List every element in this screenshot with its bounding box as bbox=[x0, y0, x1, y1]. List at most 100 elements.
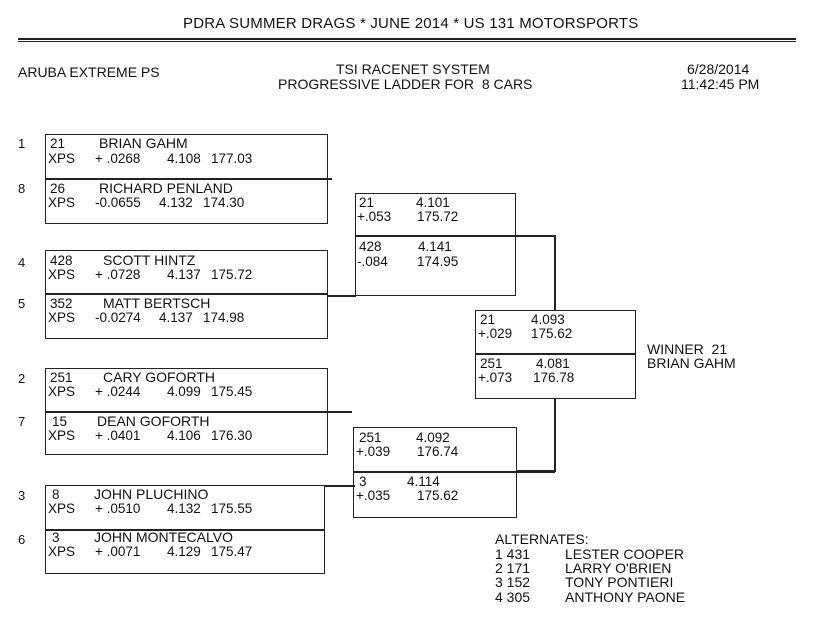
pair-divider bbox=[475, 353, 636, 355]
reaction-time: +.029 bbox=[478, 326, 513, 341]
driver-name: RICHARD PENLAND bbox=[99, 180, 233, 196]
driver-name: JOHN PLUCHINO bbox=[94, 486, 209, 502]
car-class: XPS bbox=[48, 384, 76, 399]
alternate-name: LESTER COOPER bbox=[565, 546, 685, 562]
elapsed-time: 4.137 bbox=[167, 267, 201, 282]
car-number: 3 bbox=[52, 530, 60, 545]
elapsed-time: 4.108 bbox=[167, 151, 201, 166]
car-class: XPS bbox=[48, 267, 76, 282]
seed-number: 4 bbox=[18, 255, 26, 270]
seed-number: 2 bbox=[18, 371, 26, 386]
car-number: 251 bbox=[480, 356, 503, 371]
bracket-connector bbox=[325, 485, 355, 487]
ladder-name: PROGRESSIVE LADDER FOR 8 CARS bbox=[278, 76, 533, 92]
elapsed-time: 4.092 bbox=[416, 430, 450, 445]
driver-name: DEAN GOFORTH bbox=[97, 413, 210, 429]
pair-divider bbox=[45, 178, 332, 180]
page-title: PDRA SUMMER DRAGS * JUNE 2014 * US 131 M… bbox=[183, 15, 639, 32]
bracket-connector bbox=[516, 470, 555, 472]
header-rule-top bbox=[18, 38, 796, 40]
elapsed-time: 4.141 bbox=[418, 239, 452, 254]
pair-divider bbox=[353, 471, 555, 473]
final-pair bbox=[475, 310, 636, 399]
alternate-number: 3 152 bbox=[495, 574, 531, 590]
speed-mph: 176.78 bbox=[533, 370, 575, 385]
car-class: XPS bbox=[48, 544, 76, 559]
driver-name: BRIAN GAHM bbox=[99, 135, 188, 151]
winner-label: WINNER 21 bbox=[647, 341, 728, 357]
pair-divider bbox=[355, 235, 555, 237]
elapsed-time: 4.129 bbox=[167, 544, 201, 559]
bracket-connector bbox=[554, 398, 556, 472]
reaction-time: + .0244 bbox=[95, 384, 141, 399]
seed-number: 3 bbox=[18, 488, 26, 503]
speed-mph: 175.47 bbox=[211, 544, 253, 559]
speed-mph: 175.72 bbox=[417, 209, 459, 224]
speed-mph: 174.98 bbox=[203, 310, 245, 325]
reaction-time: -.084 bbox=[357, 254, 388, 269]
alternate-number: 2 171 bbox=[495, 560, 531, 576]
reaction-time: -0.0655 bbox=[95, 195, 141, 210]
car-number: 15 bbox=[52, 414, 68, 429]
car-number: 3 bbox=[359, 474, 367, 489]
car-class: XPS bbox=[48, 310, 76, 325]
elapsed-time: 4.101 bbox=[416, 195, 450, 210]
car-number: 352 bbox=[50, 296, 73, 311]
car-number: 428 bbox=[50, 253, 73, 268]
car-class: XPS bbox=[48, 195, 76, 210]
driver-name: SCOTT HINTZ bbox=[103, 252, 196, 268]
reaction-time: + .0728 bbox=[95, 267, 141, 282]
car-number: 26 bbox=[50, 181, 66, 196]
header-rule-bottom bbox=[18, 41, 796, 42]
elapsed-time: 4.137 bbox=[159, 310, 193, 325]
car-number: 8 bbox=[52, 487, 60, 502]
speed-mph: 175.45 bbox=[211, 384, 253, 399]
report-date: 6/28/2014 bbox=[687, 61, 750, 77]
elapsed-time: 4.093 bbox=[531, 312, 565, 327]
elapsed-time: 4.114 bbox=[407, 474, 440, 489]
seed-number: 6 bbox=[18, 532, 26, 547]
pair-divider bbox=[45, 293, 328, 295]
round1-pair-2 bbox=[45, 250, 328, 339]
seed-number: 1 bbox=[18, 136, 26, 151]
reaction-time: +.053 bbox=[357, 209, 392, 224]
speed-mph: 175.62 bbox=[417, 488, 459, 503]
class-name: ARUBA EXTREME PS bbox=[18, 64, 160, 80]
car-class: XPS bbox=[48, 501, 76, 516]
speed-mph: 176.30 bbox=[211, 428, 253, 443]
semi-pair-1 bbox=[355, 193, 516, 296]
driver-name: JOHN MONTECALVO bbox=[94, 529, 233, 545]
reaction-time: + .0071 bbox=[95, 544, 141, 559]
bracket-connector bbox=[328, 295, 356, 297]
car-number: 21 bbox=[50, 136, 66, 151]
elapsed-time: 4.081 bbox=[536, 356, 570, 371]
reaction-time: +.073 bbox=[478, 370, 513, 385]
driver-name: MATT BERTSCH bbox=[103, 295, 211, 311]
speed-mph: 174.30 bbox=[203, 195, 245, 210]
system-name: TSI RACENET SYSTEM bbox=[336, 61, 490, 77]
alternate-name: TONY PONTIERI bbox=[565, 574, 674, 590]
semi-pair-2 bbox=[353, 427, 517, 518]
bracket-connector bbox=[554, 235, 556, 311]
speed-mph: 176.74 bbox=[417, 444, 459, 459]
car-number: 428 bbox=[359, 239, 382, 254]
car-number: 21 bbox=[480, 312, 496, 327]
elapsed-time: 4.132 bbox=[167, 501, 201, 516]
alternate-number: 4 305 bbox=[495, 589, 531, 605]
driver-name: CARY GOFORTH bbox=[103, 369, 216, 385]
elapsed-time: 4.099 bbox=[167, 384, 201, 399]
alternate-name: LARRY O'BRIEN bbox=[565, 560, 672, 576]
reaction-time: +.039 bbox=[356, 444, 391, 459]
alternate-name: ANTHONY PAONE bbox=[565, 589, 686, 605]
car-number: 251 bbox=[359, 430, 382, 445]
pair-divider bbox=[45, 529, 325, 531]
speed-mph: 175.62 bbox=[531, 326, 573, 341]
report-time: 11:42:45 PM bbox=[681, 76, 760, 92]
speed-mph: 175.55 bbox=[211, 501, 253, 516]
reaction-time: -0.0274 bbox=[95, 310, 141, 325]
reaction-time: + .0510 bbox=[95, 501, 141, 516]
elapsed-time: 4.132 bbox=[159, 195, 193, 210]
speed-mph: 174.95 bbox=[417, 254, 459, 269]
elapsed-time: 4.106 bbox=[167, 428, 201, 443]
reaction-time: + .0401 bbox=[95, 428, 141, 443]
